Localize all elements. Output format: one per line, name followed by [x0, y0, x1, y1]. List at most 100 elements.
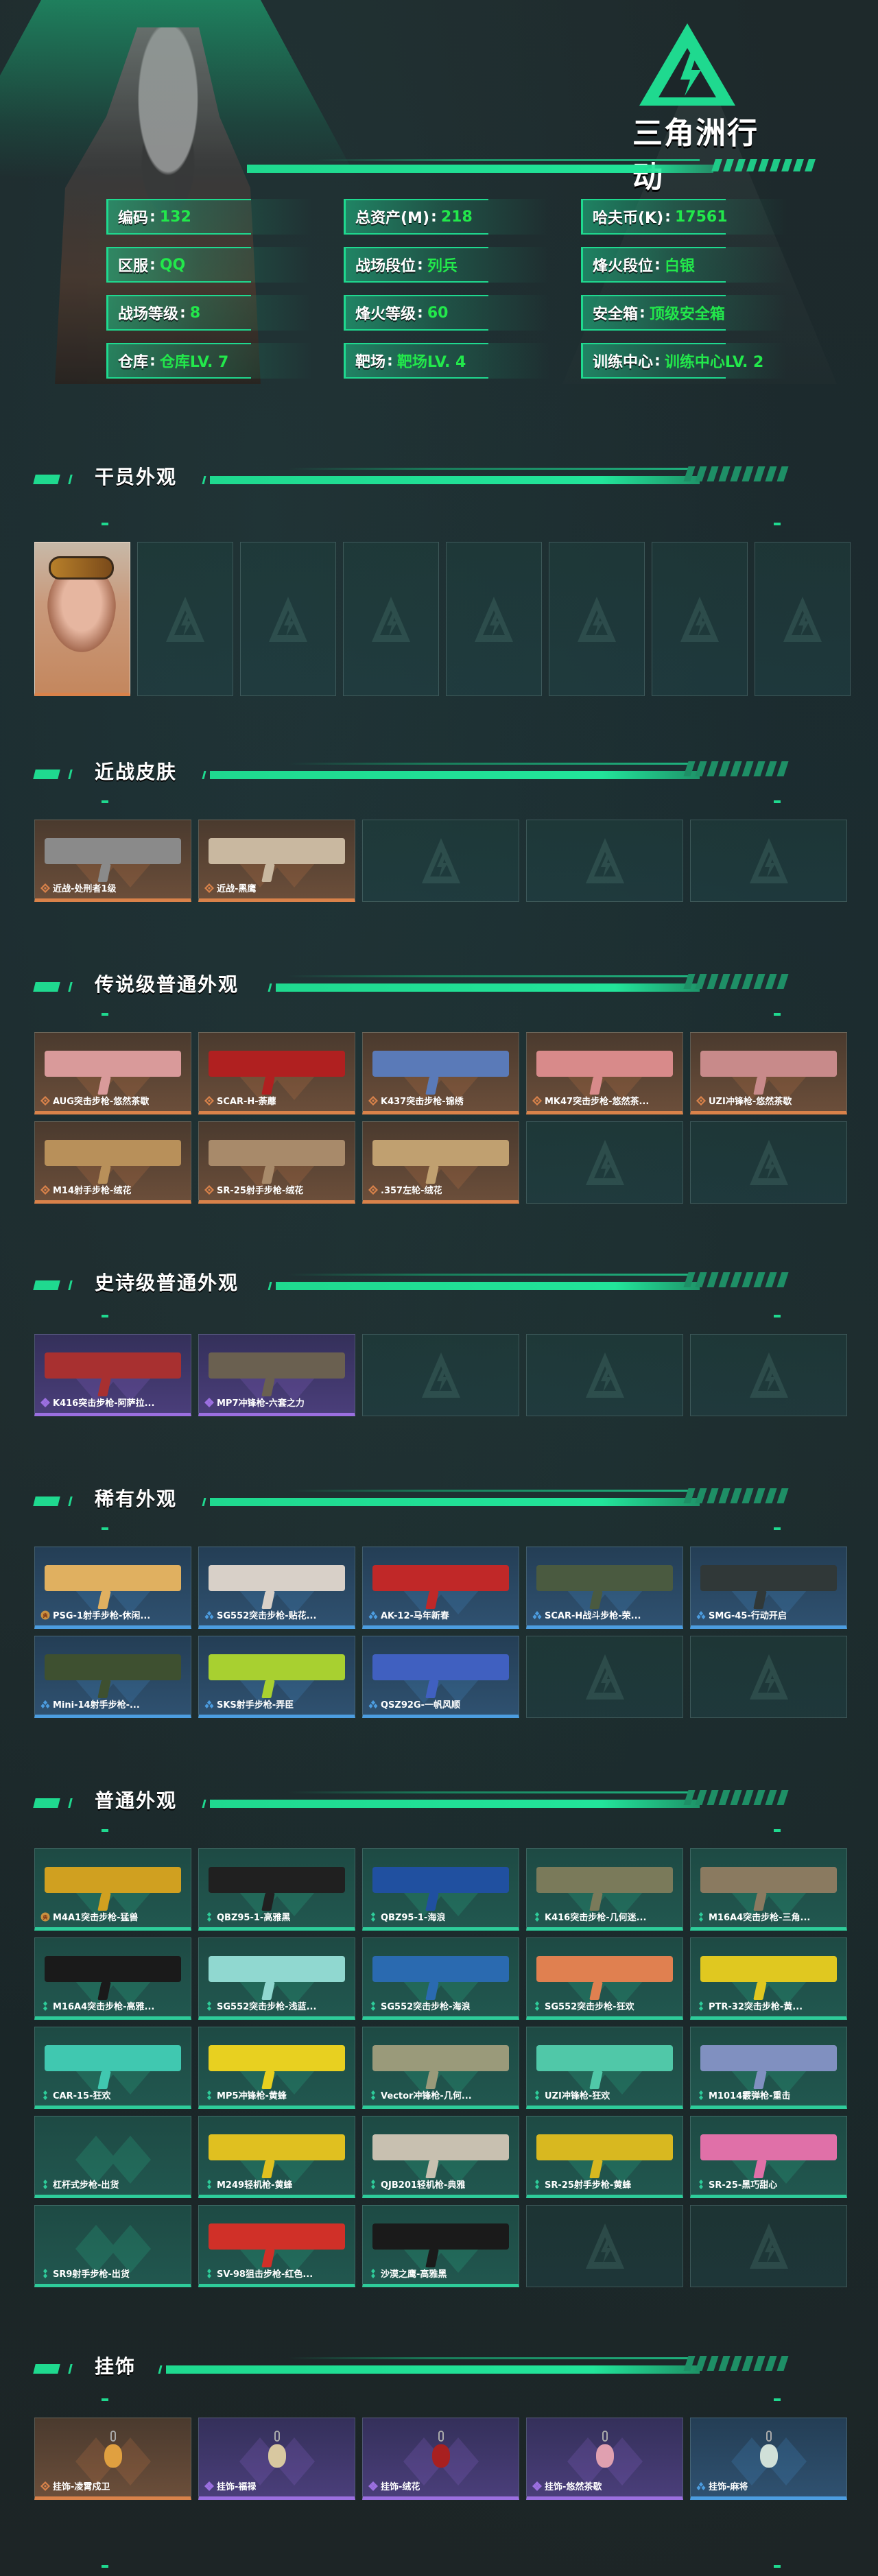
skin-label: 挂饰-麻将	[696, 2479, 842, 2492]
skin-label: SG552突击步枪-浅蓝...	[204, 1999, 351, 2012]
empty-slot	[549, 542, 645, 696]
section-divider	[276, 1282, 700, 1290]
skin-name: AUG突击步枪-悠然茶歇	[53, 1097, 150, 1107]
empty-slot	[526, 820, 683, 902]
dash-marker-decoration	[102, 1527, 108, 1530]
skin-card[interactable]: AK-12-马年新春	[362, 1547, 519, 1629]
section-checker-decoration	[683, 2356, 789, 2371]
skin-card[interactable]: SKS射手步枪-弄臣	[198, 1636, 355, 1718]
section-checker-decoration	[683, 1790, 789, 1805]
skin-card[interactable]: UZI冲锋枪-悠然茶歇	[690, 1032, 847, 1114]
skin-label: UZI冲锋枪-悠然茶歇	[696, 1094, 842, 1107]
skin-card[interactable]: MP7冲锋枪-六套之力	[198, 1334, 355, 1416]
skin-card[interactable]: M1014霰弹枪-重击	[690, 2027, 847, 2109]
skin-card[interactable]: MP5冲锋枪-黄蜂	[198, 2027, 355, 2109]
skin-card[interactable]: Vector冲锋枪-几何...	[362, 2027, 519, 2109]
skin-card[interactable]: QJB201轻机枪-典雅	[362, 2116, 519, 2198]
skin-card[interactable]: 近战-黑鹰	[198, 820, 355, 902]
skin-label: K416突击步枪-几何迷...	[532, 1910, 678, 1923]
skin-card[interactable]: 杠杆式步枪-出货	[34, 2116, 191, 2198]
skin-card[interactable]: M16A4突击步枪-高雅...	[34, 1937, 191, 2020]
skin-label: AK-12-马年新春	[368, 1608, 514, 1621]
skin-card[interactable]: SV-98狙击步枪-红色...	[198, 2205, 355, 2287]
delta-watermark-icon	[165, 595, 206, 643]
delta-watermark-icon	[584, 837, 626, 885]
skin-name: 挂饰-凌霄戍卫	[53, 2482, 110, 2492]
section-divider-lead	[158, 2365, 163, 2374]
skin-card[interactable]: 挂饰-福禄	[198, 2418, 355, 2500]
skin-card[interactable]: QBZ95-1-高雅黑	[198, 1848, 355, 1931]
skin-card[interactable]: SR-25-黑巧甜心	[690, 2116, 847, 2198]
skin-label: M16A4突击步枪-三角...	[696, 1910, 842, 1923]
skin-card[interactable]: 挂饰-凌霄戍卫	[34, 2418, 191, 2500]
empty-slot	[446, 542, 542, 696]
skin-card[interactable]: M16A4突击步枪-三角...	[690, 1848, 847, 1931]
weapon-image	[536, 1051, 673, 1077]
epic-rarity-icon	[40, 1397, 50, 1407]
skin-card[interactable]: SCAR-H战斗步枪-荣...	[526, 1547, 683, 1629]
delta-watermark-icon	[268, 595, 309, 643]
skin-card[interactable]: 近战-处刑者1级	[34, 820, 191, 902]
skin-card[interactable]: SG552突击步枪-浅蓝...	[198, 1937, 355, 2020]
section-marker-icon	[68, 770, 73, 779]
skin-card[interactable]: SG552突击步枪-狂欢	[526, 1937, 683, 2020]
skin-card[interactable]: QBZ95-1-海浪	[362, 1848, 519, 1931]
skin-label: QJB201轻机枪-典雅	[368, 2178, 514, 2191]
skin-card[interactable]: SR-25射手步枪-黄蜂	[526, 2116, 683, 2198]
skin-card[interactable]: K416突击步枪-几何迷...	[526, 1848, 683, 1931]
skin-label: .357左轮-绒花	[368, 1183, 514, 1196]
section-header: 史诗级普通外观	[0, 1265, 878, 1307]
section-marker-icon	[33, 2364, 60, 2374]
weapon-image	[45, 1140, 181, 1166]
skin-card[interactable]: 挂饰-麻将	[690, 2418, 847, 2500]
skin-label: QBZ95-1-高雅黑	[204, 1910, 351, 1923]
common-rarity-icon	[43, 2268, 47, 2278]
skin-card[interactable]: AUG突击步枪-悠然茶歇	[34, 1032, 191, 1114]
skin-card[interactable]: QSZ92G-一帆风顺	[362, 1636, 519, 1718]
skin-card[interactable]: CAR-15-狂欢	[34, 2027, 191, 2109]
operator-skin-card[interactable]	[34, 542, 130, 696]
skin-card[interactable]: 沙漠之鹰-高雅黑	[362, 2205, 519, 2287]
common-rarity-icon	[699, 2090, 703, 2100]
skin-label: SCAR-H战斗步枪-荣...	[532, 1608, 678, 1621]
common-rarity-icon	[699, 1911, 703, 1922]
skin-card[interactable]: 挂饰-悠然茶歇	[526, 2418, 683, 2500]
skin-card[interactable]: PTR-32突击步枪-黄...	[690, 1937, 847, 2020]
skin-card[interactable]: M249轻机枪-黄蜂	[198, 2116, 355, 2198]
skin-card[interactable]: SG552突击步枪-贴花...	[198, 1547, 355, 1629]
skin-label: 挂饰-凌霄戍卫	[40, 2479, 187, 2492]
skin-card[interactable]: SMG-45-行动开启	[690, 1547, 847, 1629]
skin-label: SCAR-H-荼蘼	[204, 1094, 351, 1107]
stat-safe-box: 安全箱:顶级安全箱	[581, 295, 787, 331]
weapon-image	[209, 1654, 345, 1680]
weapon-image	[536, 1867, 673, 1893]
skin-card[interactable]: M14射手步枪-绒花	[34, 1121, 191, 1204]
skin-name: M4A1突击步枪-猛兽	[53, 1913, 139, 1923]
delta-watermark-icon	[420, 1351, 462, 1399]
delta-watermark-icon	[473, 595, 514, 643]
skin-name: SR-25射手步枪-黄蜂	[545, 2180, 632, 2191]
skin-card[interactable]: K416突击步枪-阿萨拉...	[34, 1334, 191, 1416]
skin-card[interactable]: 挂饰-绒花	[362, 2418, 519, 2500]
weapon-image	[372, 1867, 509, 1893]
skin-card[interactable]: MK47突击步枪-悠然茶...	[526, 1032, 683, 1114]
section-divider-thin	[288, 1490, 693, 1492]
skin-card[interactable]: K437突击步枪-锦绣	[362, 1032, 519, 1114]
section-divider	[166, 2365, 700, 2374]
dash-marker-decoration	[774, 1013, 781, 1016]
skin-card[interactable]: SG552突击步枪-海浪	[362, 1937, 519, 2020]
section-marker-icon	[68, 475, 73, 484]
skin-card[interactable]: SR-25射手步枪-绒花	[198, 1121, 355, 1204]
skin-card[interactable]: Mini-14射手步枪-...	[34, 1636, 191, 1718]
skin-card[interactable]: UZI冲锋枪-狂欢	[526, 2027, 683, 2109]
skin-name: SCAR-H战斗步枪-荣...	[545, 1611, 641, 1621]
skin-card[interactable]: SR9射手步枪-出货	[34, 2205, 191, 2287]
section-divider	[210, 1498, 700, 1506]
empty-slot	[526, 1334, 683, 1416]
skin-card[interactable]: .357左轮-绒花	[362, 1121, 519, 1204]
legendary-rarity-icon	[40, 1184, 50, 1195]
skin-card[interactable]: SCAR-H-荼蘼	[198, 1032, 355, 1114]
